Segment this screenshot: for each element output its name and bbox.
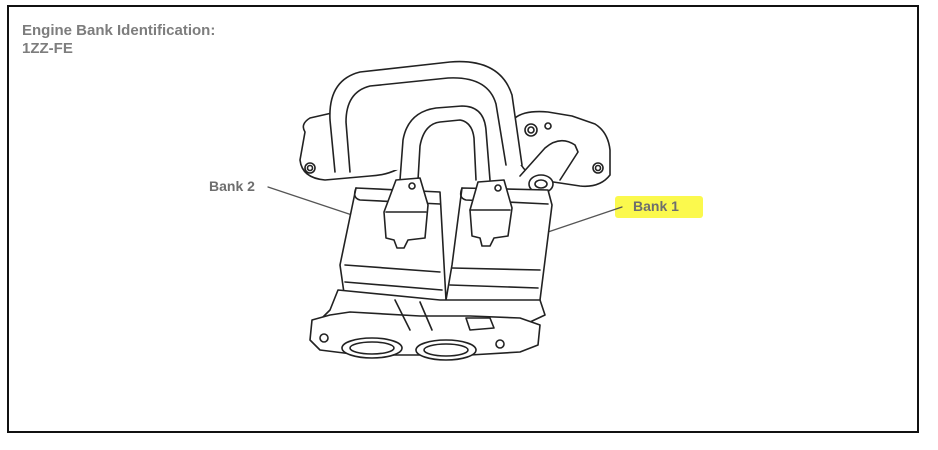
bank2-label: Bank 2	[209, 178, 255, 194]
lower-flange	[309, 289, 546, 361]
exhaust-pipes	[329, 60, 579, 194]
bank2-leader-line	[267, 186, 353, 216]
catalytic-converter-bank1	[445, 179, 553, 308]
bank1-highlight	[615, 196, 703, 218]
engine-code: 1ZZ-FE	[22, 40, 73, 57]
figure-title: Engine Bank Identification:	[22, 22, 216, 39]
figure-heading: Engine Bank Identification: 1ZZ-FE	[22, 22, 215, 58]
bank1-leader-line	[547, 206, 623, 233]
bank1-label: Bank 1	[633, 198, 679, 214]
catalytic-converter-bank2	[339, 177, 447, 310]
